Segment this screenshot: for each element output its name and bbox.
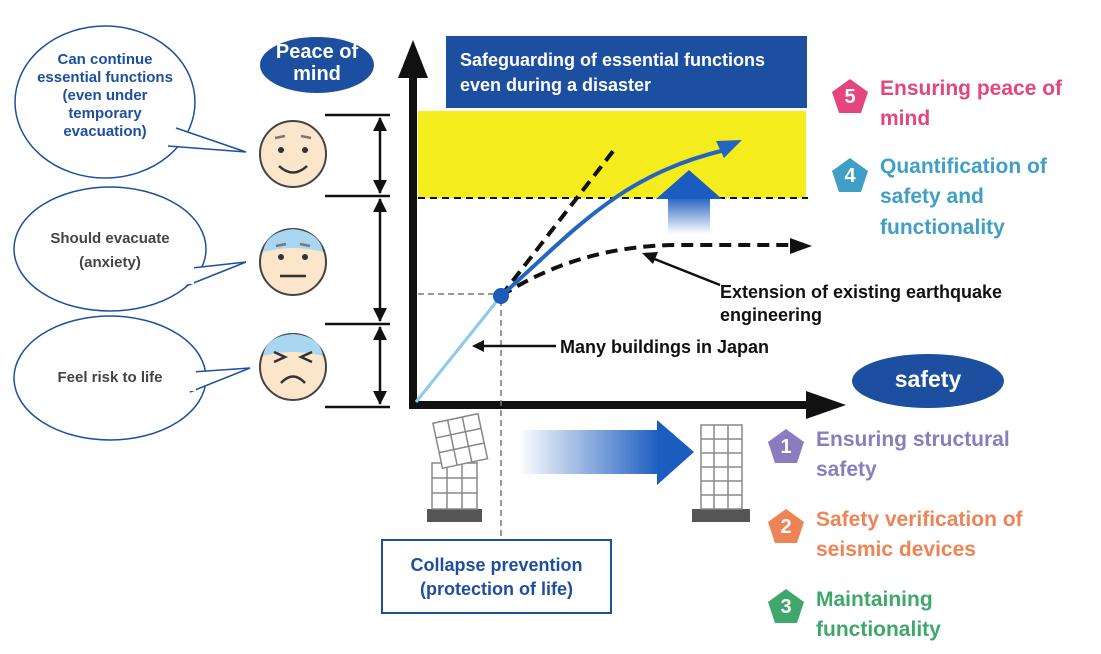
- x-axis-arrowhead: [806, 391, 846, 419]
- badge-2-shape: [768, 509, 804, 543]
- improvement-arrow-head: [656, 170, 722, 199]
- linear-trend-dashed: [499, 148, 616, 298]
- many-buildings-annotation: Many buildings in Japan: [560, 337, 770, 357]
- collapse-prevention-box: [381, 539, 612, 614]
- essential-functions-box: [446, 36, 807, 108]
- speech-bubble-risk: [13, 315, 251, 441]
- existing-engineering-curve: [499, 243, 790, 298]
- item-5-label: Ensuring peace of mind: [880, 77, 1063, 131]
- x-axis-label: safety: [894, 366, 962, 392]
- face-anxious-icon: [259, 228, 327, 296]
- badge-5-number: 5: [844, 86, 856, 108]
- y-axis-label-badge: [260, 37, 374, 93]
- collapse-prevention-text: Collapse prevention (protection of life): [410, 555, 583, 600]
- badge-3-number: 3: [780, 596, 792, 618]
- extension-pointer-line: [651, 256, 721, 287]
- badge-5-shape: [832, 79, 868, 113]
- retrofit-arrow-shaft: [518, 430, 661, 474]
- bubble-functions-text: Can continue essential functions (even u…: [37, 51, 173, 140]
- design-point: [493, 288, 509, 304]
- y-axis-label: Peace of mind: [275, 41, 359, 85]
- level-scale: [325, 113, 390, 409]
- speech-bubble-functions: [14, 25, 247, 179]
- speech-bubble-evacuate: [13, 186, 247, 312]
- essential-functions-text: Safeguarding of essential functions even…: [460, 50, 766, 96]
- standing-building-icon: [692, 424, 750, 522]
- retrofit-arrow-head: [657, 420, 694, 485]
- badge-4-shape: [832, 158, 868, 192]
- badge-4-number: 4: [844, 165, 856, 187]
- y-axis-arrowhead: [398, 40, 428, 78]
- face-distressed-icon: [259, 333, 327, 401]
- bubble-evacuate-text: Should evacuate (anxiety): [50, 230, 170, 271]
- improvement-arrow-shaft: [668, 196, 710, 234]
- x-axis-label-badge: [852, 354, 1004, 408]
- bubble-risk-text: Feel risk to life: [57, 369, 163, 386]
- item-2-label: Safety verification of seismic devices: [816, 508, 1023, 562]
- badge-2-number: 2: [780, 516, 792, 538]
- existing-buildings-line: [414, 295, 503, 403]
- many-buildings-pointer-head: [472, 340, 484, 352]
- badge-1-number: 1: [780, 436, 792, 458]
- badge-3-shape: [768, 589, 804, 623]
- extension-annotation: Extension of existing earthquake enginee…: [720, 282, 1003, 325]
- badge-1-shape: [768, 429, 804, 463]
- item-4-label: Quantification of safety and functionali…: [880, 155, 1047, 239]
- item-3-label: Maintaining functionality: [816, 588, 941, 642]
- target-curve-arrowhead: [716, 140, 742, 158]
- existing-engineering-arrowhead: [790, 238, 812, 254]
- target-curve: [499, 148, 726, 298]
- face-happy-icon: [259, 120, 327, 188]
- collapsed-building-icon: [427, 412, 489, 522]
- item-1-label: Ensuring structural safety: [816, 428, 1010, 482]
- level-scale-arrowheads: [373, 117, 387, 405]
- extension-pointer-head: [642, 252, 658, 264]
